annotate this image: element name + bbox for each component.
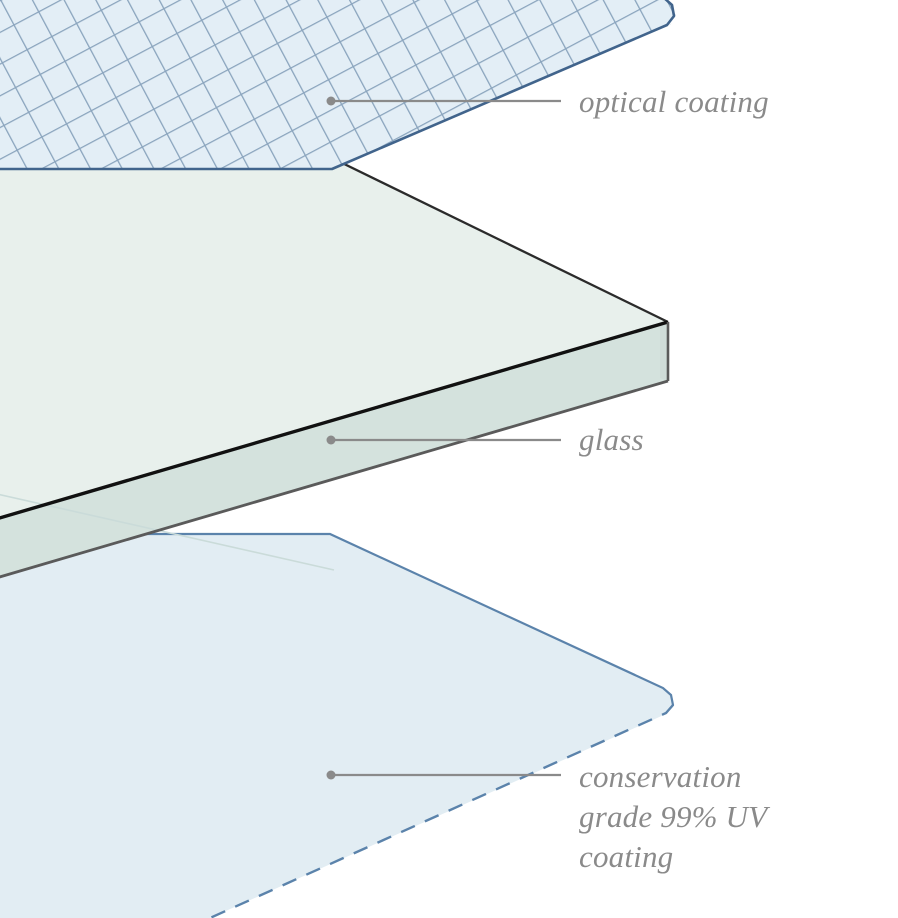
leader-line-glass xyxy=(326,435,561,445)
glass-end-cap xyxy=(660,322,668,381)
uv-coating-face xyxy=(0,534,673,918)
label-glass: glass xyxy=(579,422,644,457)
glass-top-face xyxy=(0,159,668,518)
uv-coating-edge-dashed xyxy=(209,704,674,918)
layer-optical-coating xyxy=(0,0,676,171)
glass-edge-front-top xyxy=(0,320,669,520)
glass-side-face xyxy=(0,322,668,577)
leader-dot-uv-coating xyxy=(326,770,336,780)
glass-internal-seam xyxy=(0,493,335,571)
label-optical-coating: optical coating xyxy=(579,84,769,119)
leader-dot-glass xyxy=(326,435,336,445)
leader-line-optical-coating xyxy=(326,96,561,106)
leader-dot-optical-coating xyxy=(326,96,336,106)
layer-glass xyxy=(0,157,670,579)
layer-uv-coating xyxy=(0,532,675,918)
label-uv-coating: conservation grade 99% UV coating xyxy=(579,759,768,874)
leader-line-uv-coating xyxy=(326,770,561,780)
glass-edge-front-bottom xyxy=(0,379,669,579)
optical-coating-edge xyxy=(0,0,676,171)
